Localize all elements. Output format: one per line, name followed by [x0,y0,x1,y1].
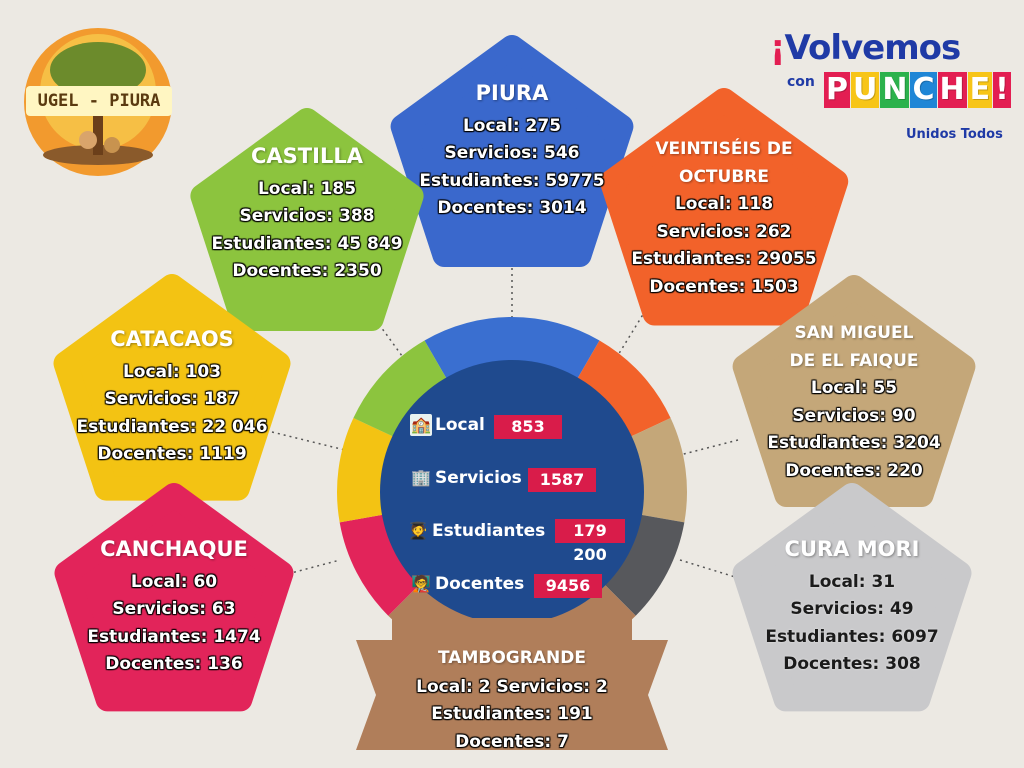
punche-letter: H [937,72,967,108]
district-servicios: Servicios: 63 [112,599,236,620]
district-docentes: Docentes: 308 [783,654,921,675]
punche-letter: ! [993,72,1011,108]
total-estudiantes-value: 179 200 [555,519,625,564]
punche-letter: C [910,72,937,108]
district-servicios: Servicios: 187 [104,389,240,410]
district-servicios: Servicios: 262 [656,221,792,242]
district-servicios: Servicios: 388 [239,206,375,227]
district-docentes: Docentes: 136 [105,654,243,675]
district-servicios: Servicios: 90 [792,405,916,426]
district-title: PIURA [475,81,549,106]
district-local: Local: 55 [810,378,898,398]
district-estudiantes: Estudiantes: 191 [431,704,593,725]
district-veintiseis-de-octubre: VEINTISÉIS DE OCTUBRE Local: 118 Servici… [610,128,838,308]
district-title: CURA MORI [784,537,920,562]
pentagon-castilla [190,108,424,331]
district-title-line2: DE EL FAIQUE [789,351,919,371]
district-estudiantes: Estudiantes: 1474 [87,626,261,647]
district-local: Local: 31 [808,571,896,592]
total-servicios-row: 🏢 Servicios [410,467,522,489]
district-servicios: Servicios: 49 [790,599,914,620]
district-local: Local: 185 [257,178,357,199]
total-local-value: 853 [494,415,562,439]
summary-ring [336,316,687,667]
total-servicios-value: 1587 [528,468,596,492]
total-estudiantes-label: Estudiantes [432,521,546,541]
campaign-con: con [787,74,815,90]
district-piura: PIURA Local: 275 Servicios: 546 Estudian… [400,72,624,232]
district-estudiantes: Estudiantes: 45 849 [211,233,403,254]
district-servicios: Servicios: 546 [444,143,580,164]
teacher-icon: 🧑‍🏫 [411,574,431,593]
ring-segment-san_miguel [629,418,687,523]
campaign-title: ¡Volvemos [770,28,961,68]
district-san-miguel-de-el-faique: SAN MIGUEL DE EL FAIQUE Local: 55 Servic… [740,312,968,492]
district-docentes: Docentes: 7 [455,731,569,752]
district-title: CASTILLA [251,144,363,169]
district-castilla: CASTILLA Local: 185 Servicios: 388 Estud… [192,135,422,295]
total-local-row: 🏫 Local [410,414,485,436]
total-docentes-row: 🧑‍🏫 Docentes [410,573,524,595]
punche-letter: E [967,72,993,108]
district-local: Local: 275 [462,115,562,136]
district-tambogrande: TAMBOGRANDE Local: 2 Servicios: 2 Estudi… [372,640,652,760]
total-servicios-label: Servicios [435,468,522,488]
district-local: Local: 118 [674,194,774,214]
district-local-servicios: Local: 2 Servicios: 2 [416,676,608,697]
punche-letter: U [851,72,880,108]
office-building-icon: 🏢 [411,468,431,487]
district-estudiantes: Estudiantes: 22 046 [76,416,268,437]
district-title: TAMBOGRANDE [438,647,586,668]
district-title-line1: SAN MIGUEL [794,323,914,343]
district-docentes: Docentes: 2350 [232,261,382,282]
district-local: Local: 103 [122,361,222,382]
total-docentes-label: Docentes [435,574,525,594]
total-estudiantes-row: 🧑‍🎓 Estudiantes [407,520,545,542]
pentagon-cura-mori [732,483,972,712]
district-catacaos: CATACAOS Local: 103 Servicios: 187 Estud… [58,318,286,478]
pentagon-canchaque [54,483,294,712]
banner-tambogrande [356,618,668,750]
ring-segment-catacaos [336,418,395,523]
students-icon: 🧑‍🎓 [408,521,428,540]
district-docentes: Docentes: 220 [785,460,923,481]
district-title-line1: VEINTISÉIS DE [655,139,793,159]
punche-letter: N [880,72,910,108]
district-shapes [53,35,976,750]
pentagon-veintiseis [599,88,849,326]
district-title: CANCHAQUE [100,537,248,562]
district-estudiantes: Estudiantes: 3204 [767,433,941,453]
ring-segment-canchaque [339,514,421,616]
district-canchaque: CANCHAQUE Local: 60 Servicios: 63 Estudi… [60,528,288,688]
school-building-icon: 🏫 [410,414,432,436]
center-disc [380,360,644,624]
district-estudiantes: Estudiantes: 6097 [765,626,939,647]
ring-segment-cura_mori [603,514,685,616]
district-cura-mori: CURA MORI Local: 31 Servicios: 49 Estudi… [738,528,966,688]
ring-segment-castilla [353,340,447,438]
campaign-subtitle: Unidos Todos [906,127,1003,142]
punche-letter: P [824,72,850,108]
ring-segment-veintiseis [577,340,671,438]
district-title: CATACAOS [110,327,234,352]
district-docentes: Docentes: 1119 [97,444,247,465]
total-docentes-value: 9456 [534,574,602,598]
district-docentes: Docentes: 1503 [649,276,799,297]
ring-segment-piura [424,316,600,380]
district-estudiantes: Estudiantes: 59775 [419,170,605,191]
district-docentes: Docentes: 3014 [437,198,587,219]
district-title-line2: OCTUBRE [679,167,769,187]
total-local-label: Local [435,415,485,435]
ugel-logo-text: UGEL - PIURA [26,86,172,116]
district-estudiantes: Estudiantes: 29055 [631,249,817,269]
district-local: Local: 60 [130,571,218,592]
pentagon-piura [390,35,634,267]
